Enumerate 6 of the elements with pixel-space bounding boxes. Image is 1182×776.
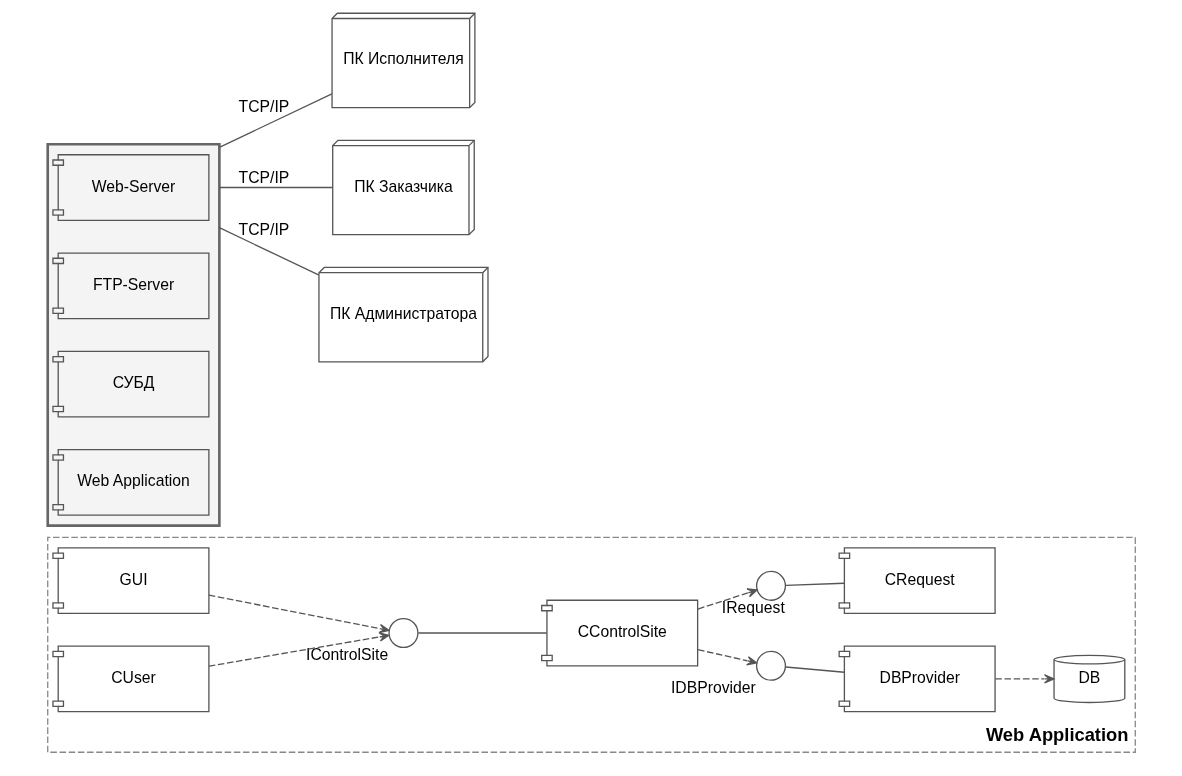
node-label: IDBProvider — [670, 678, 756, 696]
edge-label: TCP/IP — [238, 169, 289, 187]
edge-label: TCP/IP — [238, 98, 289, 116]
edge-label: TCP/IP — [238, 221, 289, 239]
node-label: IControlSite — [305, 646, 388, 664]
node-label: IRequest — [721, 598, 785, 616]
